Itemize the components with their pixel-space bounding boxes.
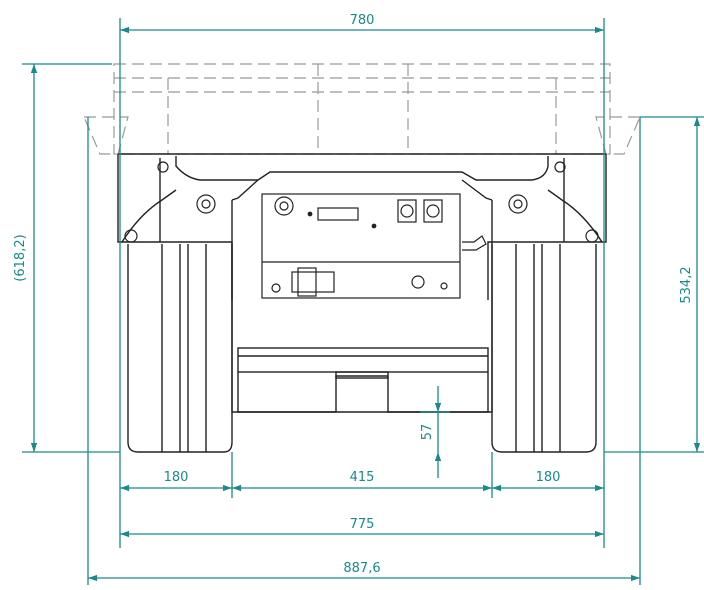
caster-icon — [196, 194, 216, 214]
display-screen — [317, 207, 359, 221]
bolt-icon — [124, 229, 138, 243]
control-panel — [261, 193, 487, 299]
dim-track-width: 775 — [350, 517, 375, 532]
bolt-icon — [157, 161, 169, 173]
dim-wheel-right: 180 — [536, 470, 561, 485]
dimension-lines — [22, 18, 704, 585]
connector-icon — [400, 204, 414, 218]
bolt-icon — [585, 229, 599, 243]
caster-icon — [508, 194, 528, 214]
connector-icon — [426, 204, 440, 218]
wheel-right — [491, 244, 597, 453]
dim-clearance: 57 — [420, 424, 435, 441]
dim-left-height: (618,2) — [13, 234, 28, 281]
dim-top-width: 780 — [350, 13, 375, 28]
platform-outline-dashed — [83, 63, 641, 155]
emergency-stop-icon — [274, 196, 294, 216]
bolts — [124, 161, 599, 243]
dim-wheel-left: 180 — [164, 470, 189, 485]
dim-right-height: 534,2 — [679, 266, 694, 303]
wheel-left — [127, 244, 233, 453]
bolt-icon — [554, 161, 566, 173]
chassis — [117, 153, 607, 413]
dim-center-span: 415 — [350, 470, 375, 485]
dim-overall-width: 887,6 — [343, 561, 380, 576]
